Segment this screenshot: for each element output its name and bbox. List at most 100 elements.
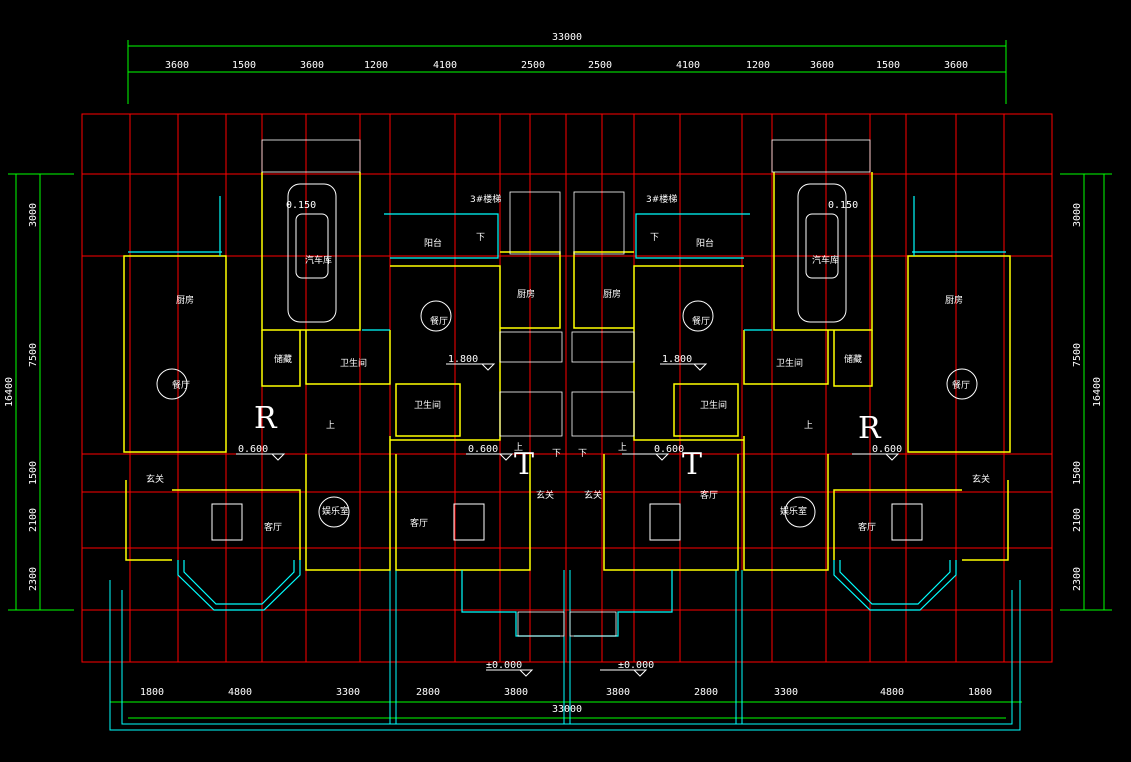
room-entry-right: 玄关: [972, 473, 990, 485]
level-marker: [622, 453, 670, 461]
dim-top-9: 1200: [746, 60, 770, 71]
coffee-table: [453, 503, 485, 541]
bay-window-inner: [183, 560, 295, 605]
garage-ramp: [771, 139, 871, 173]
dim-bottom-3: 3300: [336, 687, 360, 698]
dim-left-1: 3000: [28, 203, 39, 227]
room-bath-center-left: 卫生间: [414, 399, 441, 411]
game-table: [318, 496, 350, 528]
level-floor-a: 0.600: [238, 444, 268, 455]
room-living-left: 客厅: [264, 521, 282, 533]
dim-bottom-10: 1800: [968, 687, 992, 698]
level-marker: [446, 363, 496, 371]
dim-left-4: 2100: [28, 508, 39, 532]
wall-kitchen-center: [573, 251, 634, 329]
stair-up-center-right: 上: [618, 442, 627, 453]
dining-table: [420, 300, 452, 332]
car-body: [287, 183, 337, 323]
dining-tables: [156, 300, 978, 528]
stair-up-right: 上: [804, 420, 813, 431]
marker-t-left: T: [514, 447, 534, 482]
dim-left-2: 7500: [28, 343, 39, 367]
wall-bath: [743, 330, 829, 385]
level-garage-left: 0.150: [286, 200, 316, 211]
wall-bath-left: [305, 330, 391, 385]
car-body: [797, 183, 847, 323]
dim-bottom-2: 4800: [228, 687, 252, 698]
dim-top-3: 3600: [300, 60, 324, 71]
stair-down-right: 下: [650, 233, 659, 243]
stair-note-right: 3#楼梯: [646, 193, 677, 205]
marker-t-right: T: [682, 447, 702, 482]
balcony-outline: [384, 213, 499, 259]
level-floor-c: 0.600: [654, 444, 684, 455]
wall-entry: [962, 480, 1009, 561]
balcony-outline: [635, 213, 750, 259]
room-entry-center-left: 玄关: [536, 489, 554, 501]
room-garage-right: 汽车库: [812, 254, 839, 266]
stair-flight: [499, 331, 563, 363]
stair-down-left: 下: [476, 233, 485, 243]
dim-top-10: 3600: [810, 60, 834, 71]
dim-bottom-7: 2800: [694, 687, 718, 698]
room-living-center-right: 客厅: [700, 489, 718, 501]
wall-storage: [833, 330, 873, 387]
wall-entertainment: [743, 436, 829, 571]
room-dining-right: 餐厅: [952, 379, 970, 391]
room-living-right: 客厅: [858, 521, 876, 533]
level-floor-d: 0.600: [872, 444, 902, 455]
wall-entry-left: [125, 480, 172, 561]
room-dining-left: 餐厅: [172, 379, 190, 391]
level-marker: [466, 453, 514, 461]
site-outline: [109, 570, 1021, 731]
wall-bath-center-left: [395, 383, 461, 437]
level-marker: [600, 669, 648, 677]
room-bath-right: 卫生间: [776, 357, 803, 369]
stair-up-center-left: 上: [514, 442, 523, 453]
dim-top-total: 33000: [552, 32, 582, 43]
car-left: [287, 183, 337, 323]
room-kitchen-right: 厨房: [945, 294, 963, 306]
stair-down-center-left: 下: [552, 449, 561, 459]
wall-living-center: [603, 454, 739, 571]
dim-bottom-total: 33000: [552, 704, 582, 715]
entry-steps: [517, 611, 565, 637]
wall-bath-center: [673, 383, 739, 437]
bay-window-inner: [839, 560, 951, 605]
dim-top-5: 4100: [433, 60, 457, 71]
sofa-sets: [211, 503, 923, 541]
stair-flight: [509, 191, 561, 255]
garage-ramp: [261, 139, 361, 173]
dining-table: [156, 368, 188, 400]
room-entertainment-right: 娱乐室: [780, 505, 807, 517]
dim-top-7: 2500: [588, 60, 612, 71]
room-kitchen-left: 厨房: [176, 294, 194, 306]
level-labels: 0.150 0.150 1.800 1.800 0.600 0.600 0.60…: [238, 200, 902, 671]
wall-entertainment: [305, 436, 391, 571]
dim-left-5: 2300: [28, 567, 39, 591]
marker-r-left: R: [254, 401, 278, 436]
stairs: [261, 139, 871, 637]
bay-window: [177, 560, 301, 611]
dim-left-total: 16400: [4, 377, 15, 407]
level-marker: [236, 453, 286, 461]
car-cabin: [805, 213, 839, 279]
site-outline-inner: [121, 590, 1013, 725]
dim-right-5: 2300: [1072, 567, 1083, 591]
room-entry-left: 玄关: [146, 473, 164, 485]
dining-table: [682, 300, 714, 332]
wall-living: [833, 489, 962, 560]
dim-left-3: 1500: [28, 461, 39, 485]
level-ground-left: ±0.000: [486, 660, 522, 671]
wall-kitchen-dining: [907, 255, 1011, 453]
dim-top-2: 1500: [232, 60, 256, 71]
stair-up-left: 上: [326, 420, 335, 431]
level-floor-b: 0.600: [468, 444, 498, 455]
wall-kitchen-dining: [123, 255, 227, 453]
room-dining-center-right: 餐厅: [692, 315, 710, 327]
dim-right-1: 3000: [1072, 203, 1083, 227]
coffee-table: [649, 503, 681, 541]
level-mid-right: 1.800: [662, 354, 692, 365]
dim-right-2: 7500: [1072, 343, 1083, 367]
dim-right-3: 1500: [1072, 461, 1083, 485]
